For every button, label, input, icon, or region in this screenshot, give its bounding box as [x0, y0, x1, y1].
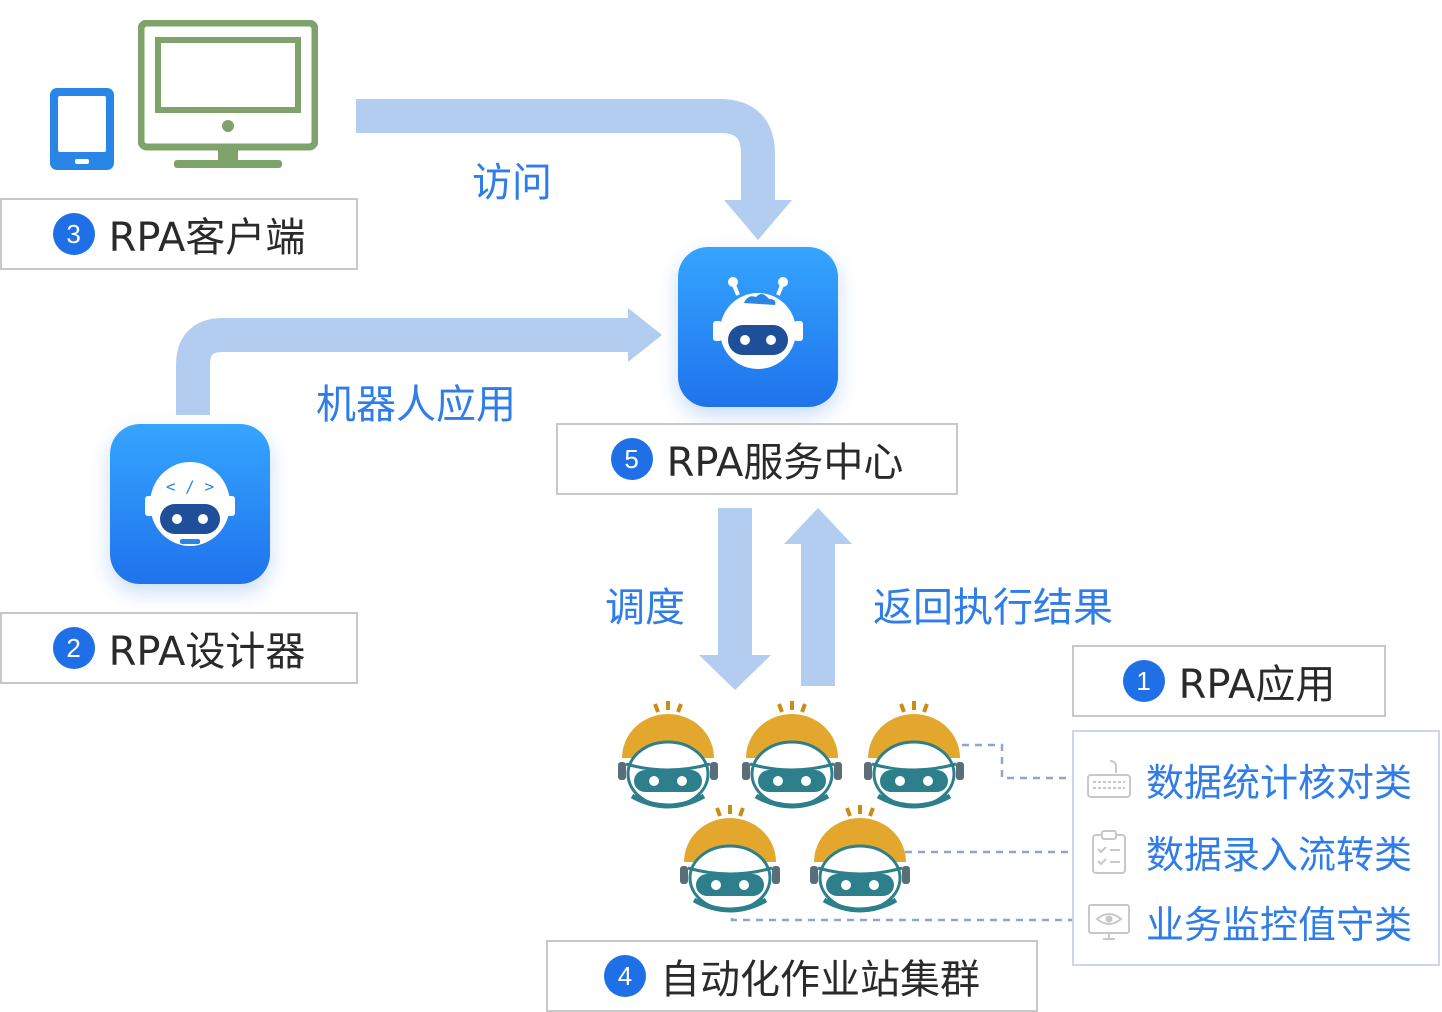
category-panel: 数据统计核对类 数据录入流转类 业务监控值守类	[1072, 730, 1440, 966]
tablet-icon	[50, 88, 114, 170]
category-item-stats: 数据统计核对类	[1086, 752, 1412, 807]
robot-cloud-icon	[713, 277, 803, 369]
step-badge: 2	[52, 627, 95, 669]
access-flow-label: 访问	[472, 160, 552, 206]
dispatch-flow-label: 调度	[605, 585, 685, 631]
service-center-tile	[678, 247, 838, 407]
step-badge: 4	[604, 955, 646, 997]
step-badge: 1	[1122, 660, 1165, 702]
step-badge: 3	[52, 213, 95, 255]
return-result-flow-label: 返回执行结果	[873, 585, 1113, 631]
category-label: 业务监控值守类	[1146, 903, 1413, 947]
service-center-box: 5 RPA服务中心	[556, 423, 958, 495]
desktop-monitor-icon	[138, 20, 318, 168]
rpa-app-label: RPA应用	[1178, 662, 1336, 708]
category-label: 数据录入流转类	[1146, 833, 1413, 877]
clipboard-icon	[1092, 829, 1126, 874]
designer-tile: < / >	[110, 424, 270, 584]
rpa-designer-box: 2 RPA设计器	[0, 612, 358, 684]
rpa-designer-label: RPA设计器	[108, 629, 306, 675]
category-label: 数据统计核对类	[1146, 761, 1413, 805]
category-item-entry: 数据录入流转类	[1086, 824, 1412, 879]
step-badge: 5	[610, 438, 653, 480]
svg-text:< / >: < / >	[166, 477, 214, 496]
rpa-app-box: 1 RPA应用	[1072, 645, 1386, 717]
cluster-box: 4 自动化作业站集群	[546, 940, 1038, 1012]
robot-code-icon: < / >	[145, 462, 235, 546]
keyboard-icon	[1087, 759, 1131, 798]
robot-app-flow-label: 机器人应用	[316, 382, 516, 428]
cluster-label: 自动化作业站集群	[660, 957, 980, 1003]
rpa-client-box: 3 RPA客户端	[0, 198, 358, 270]
monitor-eye-icon	[1088, 903, 1130, 940]
category-item-monitor: 业务监控值守类	[1086, 894, 1412, 949]
service-center-label: RPA服务中心	[666, 440, 904, 486]
rpa-client-label: RPA客户端	[108, 215, 306, 261]
